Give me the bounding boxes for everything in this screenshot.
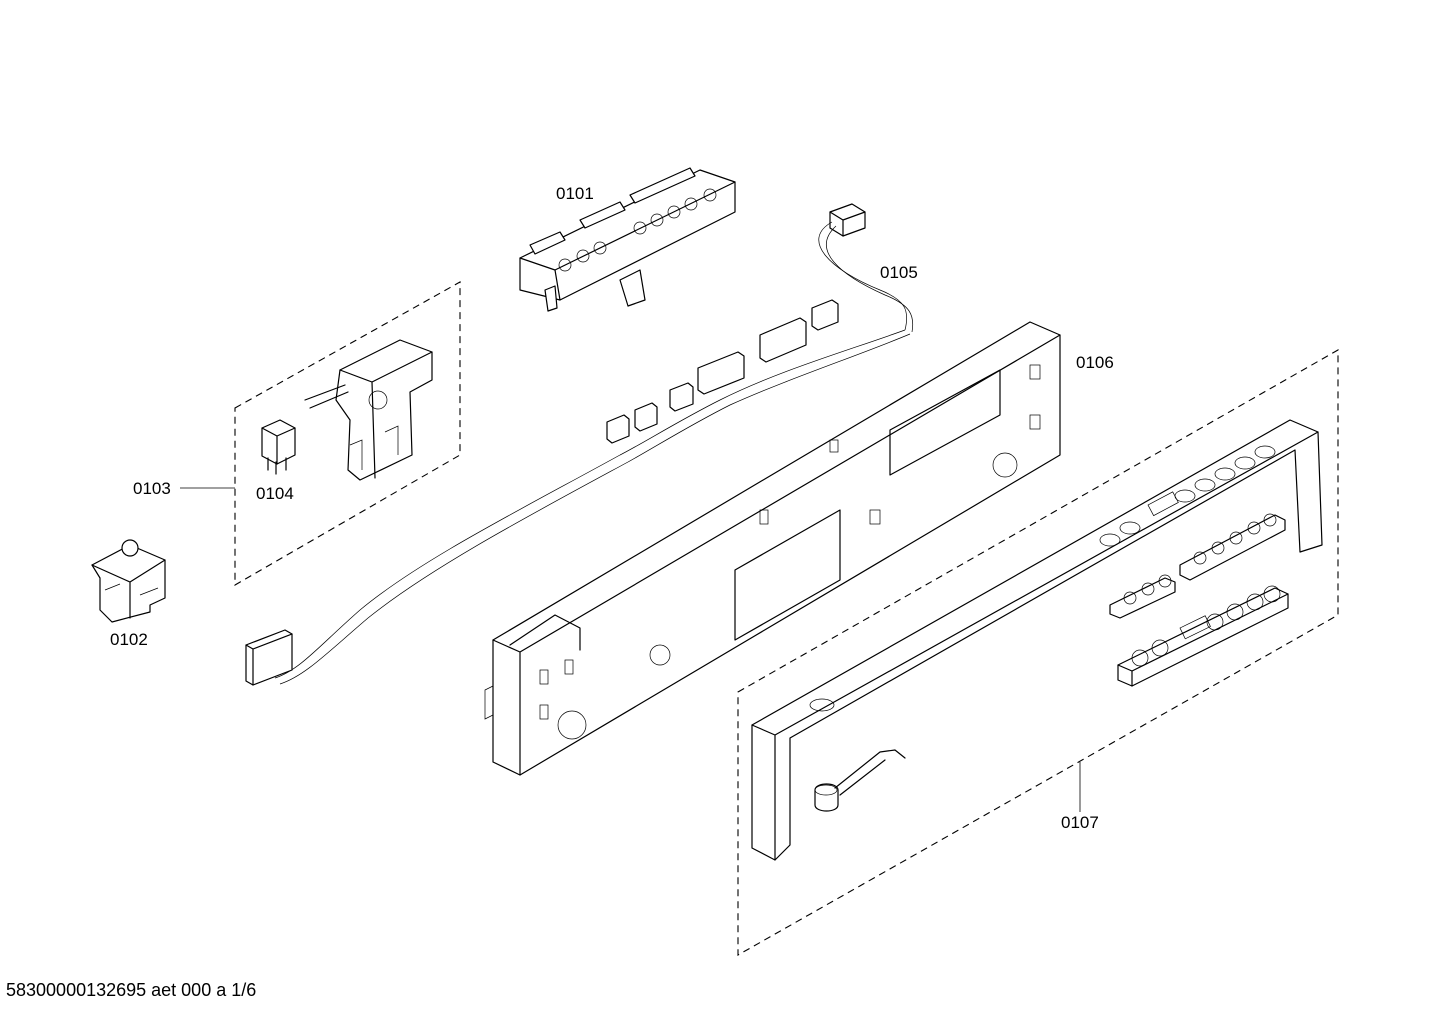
label-0105: 0105: [880, 263, 918, 282]
part-0106-panel-frame[interactable]: [484, 321, 1061, 776]
label-0103: 0103: [133, 479, 171, 498]
part-0103-switch[interactable]: [304, 339, 433, 481]
part-0105-wiring-harness[interactable]: [245, 203, 914, 686]
label-0107: 0107: [1061, 813, 1099, 832]
group-box-0103: [234, 281, 461, 586]
group-box-0107: [737, 349, 1339, 956]
part-0104-relay[interactable]: [261, 419, 296, 475]
label-0102: 0102: [110, 630, 148, 649]
label-0106: 0106: [1076, 353, 1114, 372]
part-0102-switch-unit[interactable]: [91, 539, 166, 623]
label-0101: 0101: [556, 184, 594, 203]
label-0104: 0104: [256, 484, 294, 503]
part-0101-control-module[interactable]: [519, 167, 736, 312]
drawing-number: 58300000132695 aet 000 a 1/6: [6, 980, 257, 1000]
part-0107-fascia[interactable]: [751, 419, 1323, 861]
